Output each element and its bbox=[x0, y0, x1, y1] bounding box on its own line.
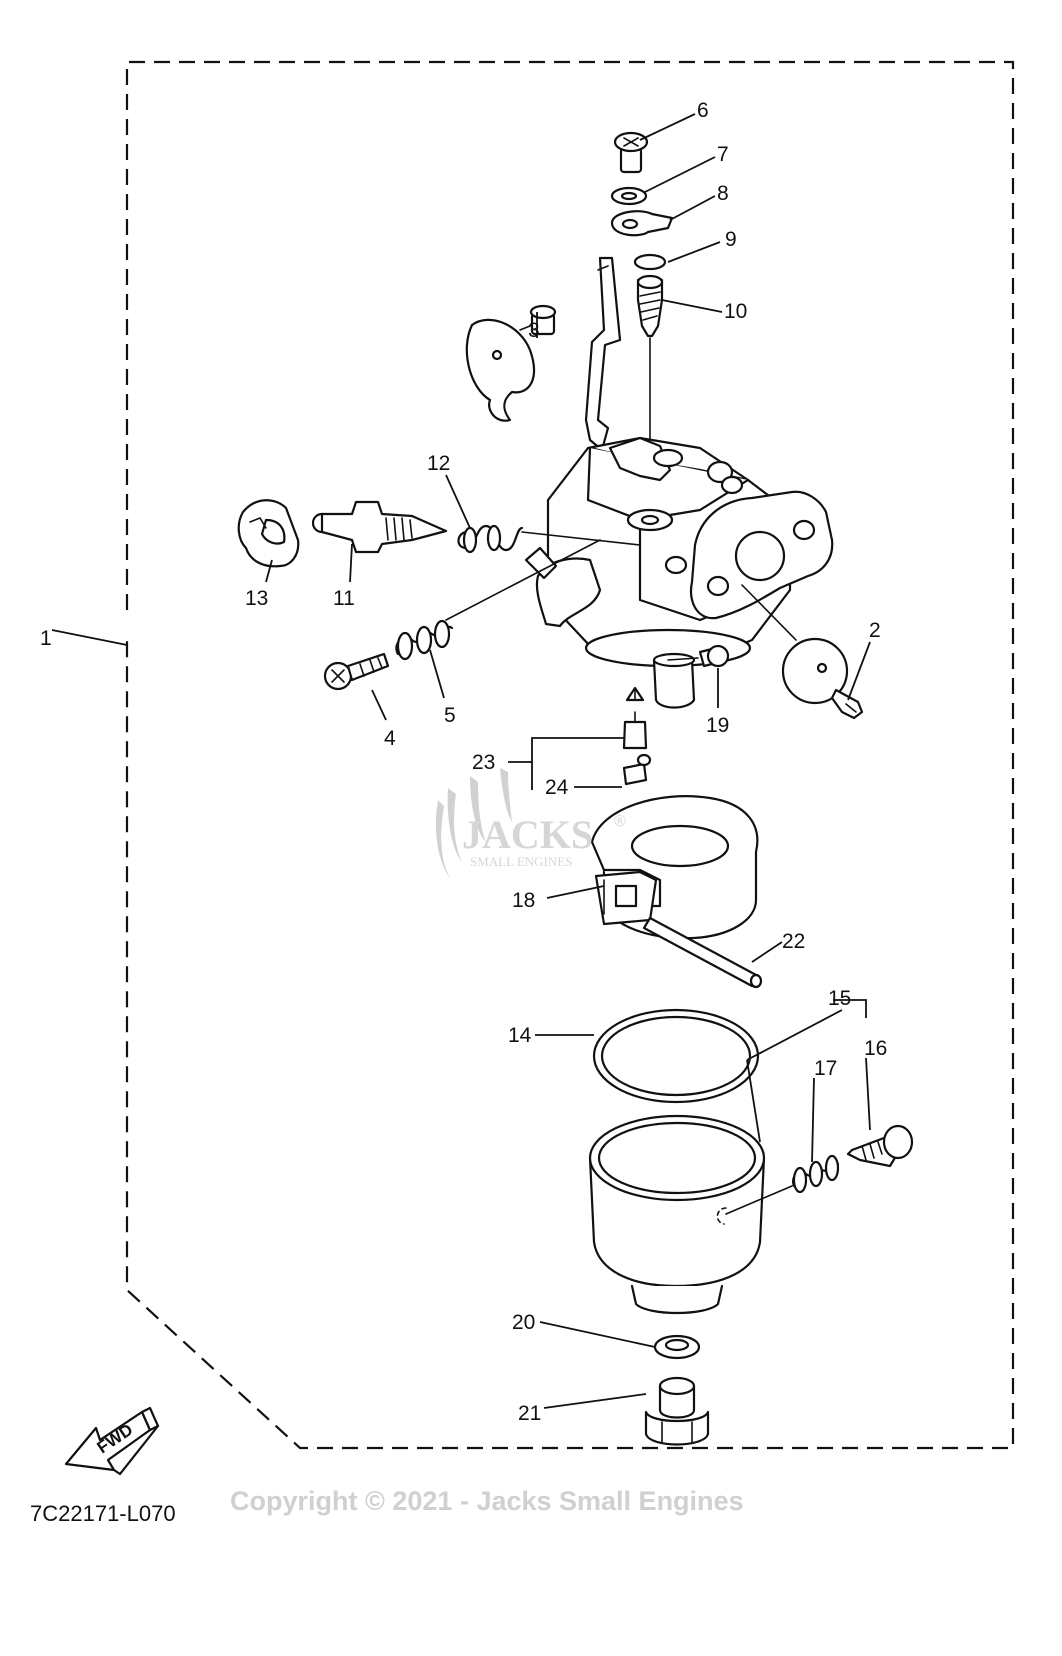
part-9-o-ring bbox=[633, 253, 667, 271]
part-22-float-pin bbox=[642, 916, 763, 989]
jacks-watermark-logo: JACKS ® SMALL ENGINES bbox=[435, 768, 626, 880]
drawing-code: 7C22171-L070 bbox=[30, 1501, 176, 1526]
part-5-spring bbox=[395, 619, 454, 661]
callout-13: 13 bbox=[245, 587, 268, 610]
callout-21: 21 bbox=[518, 1402, 541, 1425]
callout-8: 8 bbox=[717, 182, 729, 205]
part-21-drain-plug bbox=[644, 1376, 710, 1446]
part-17-spring bbox=[792, 1154, 840, 1194]
carburetor-flange bbox=[689, 490, 834, 620]
callout-3: 3 bbox=[528, 319, 540, 342]
float-bowl bbox=[588, 1114, 793, 1315]
part-13-cap bbox=[237, 499, 300, 568]
part-14-gasket bbox=[592, 1008, 760, 1104]
part-19-screw bbox=[667, 644, 730, 668]
callout-1: 1 bbox=[40, 627, 52, 650]
part-23-needle-valve bbox=[622, 686, 648, 750]
callout-15: 15 bbox=[828, 987, 851, 1010]
part-16-screw bbox=[846, 1124, 914, 1168]
part-6-screw bbox=[613, 131, 649, 174]
throttle-lever bbox=[584, 256, 622, 452]
guide-line-spring bbox=[521, 531, 641, 546]
callout-6: 6 bbox=[697, 99, 709, 122]
fwd-arrow: FWD bbox=[64, 1406, 160, 1476]
callout-24: 24 bbox=[545, 776, 569, 799]
callout-labels: 1 2 3 4 5 6 7 8 9 10 11 12 13 14 15 16 1… bbox=[40, 99, 887, 1425]
callout-7: 7 bbox=[717, 143, 729, 166]
callout-5: 5 bbox=[444, 704, 456, 727]
callout-18: 18 bbox=[512, 889, 535, 912]
part-2-choke-valve bbox=[741, 584, 864, 720]
part-18-float bbox=[590, 795, 759, 940]
part-24-clip bbox=[622, 753, 652, 786]
part-11-stop-screw bbox=[311, 500, 448, 554]
callout-4: 4 bbox=[384, 727, 396, 750]
part-4-screw bbox=[323, 652, 390, 691]
assembly-boundary bbox=[125, 60, 1015, 1450]
part-12-spring bbox=[457, 524, 524, 554]
callout-2: 2 bbox=[869, 619, 881, 642]
callout-9: 9 bbox=[725, 228, 737, 251]
throttle-valve-plate bbox=[465, 318, 535, 422]
part-20-washer bbox=[653, 1334, 701, 1360]
callout-14: 14 bbox=[508, 1024, 532, 1047]
callout-17: 17 bbox=[814, 1057, 837, 1080]
callout-16: 16 bbox=[864, 1037, 887, 1060]
part-10-pilot-screw bbox=[636, 274, 664, 338]
callout-23: 23 bbox=[472, 751, 495, 774]
guide-line-diagonal bbox=[445, 539, 601, 621]
watermark-tagline: SMALL ENGINES bbox=[470, 854, 572, 869]
watermark-registered: ® bbox=[614, 813, 626, 830]
callout-22: 22 bbox=[782, 930, 805, 953]
part-7-washer bbox=[610, 186, 648, 206]
callout-19: 19 bbox=[706, 714, 729, 737]
part-8-plate bbox=[610, 210, 674, 237]
copyright-text: Copyright © 2021 - Jacks Small Engines bbox=[230, 1486, 744, 1516]
watermark-brand: JACKS bbox=[462, 812, 593, 857]
callout-10: 10 bbox=[724, 300, 747, 323]
leader-lines bbox=[51, 113, 871, 1409]
callout-20: 20 bbox=[512, 1311, 535, 1334]
callout-12: 12 bbox=[427, 452, 450, 475]
callout-11: 11 bbox=[333, 587, 355, 610]
